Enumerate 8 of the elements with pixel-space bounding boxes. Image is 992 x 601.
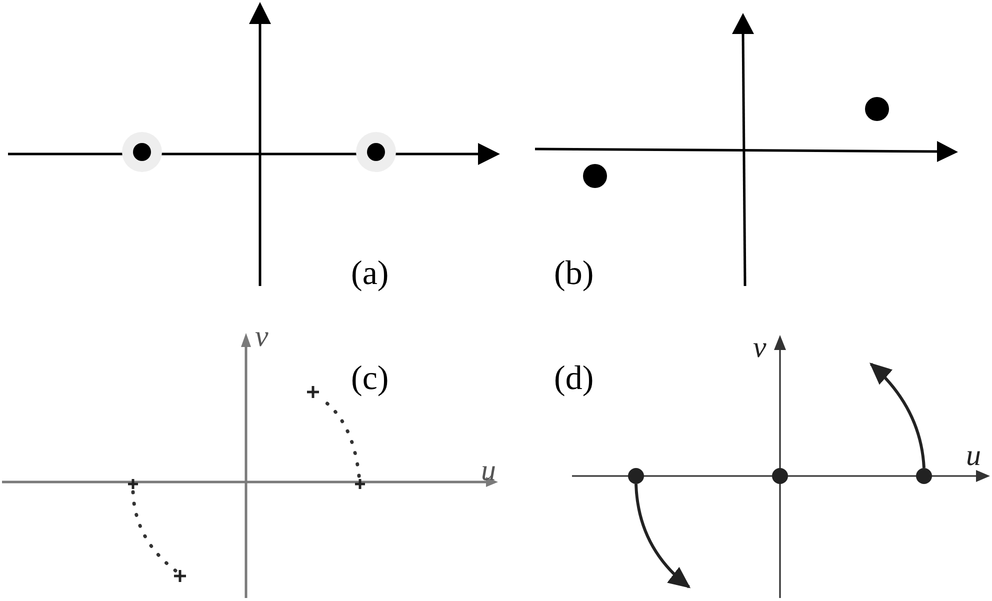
panel-label: (a) <box>351 257 389 291</box>
axis-label: u <box>966 441 981 471</box>
panel-label: (c) <box>351 362 389 396</box>
panel-label: (b) <box>554 257 594 291</box>
axis-label: u <box>481 456 496 486</box>
axis-label: v <box>255 322 268 352</box>
panel-label: (d) <box>554 362 594 396</box>
axis-label: v <box>753 333 766 363</box>
